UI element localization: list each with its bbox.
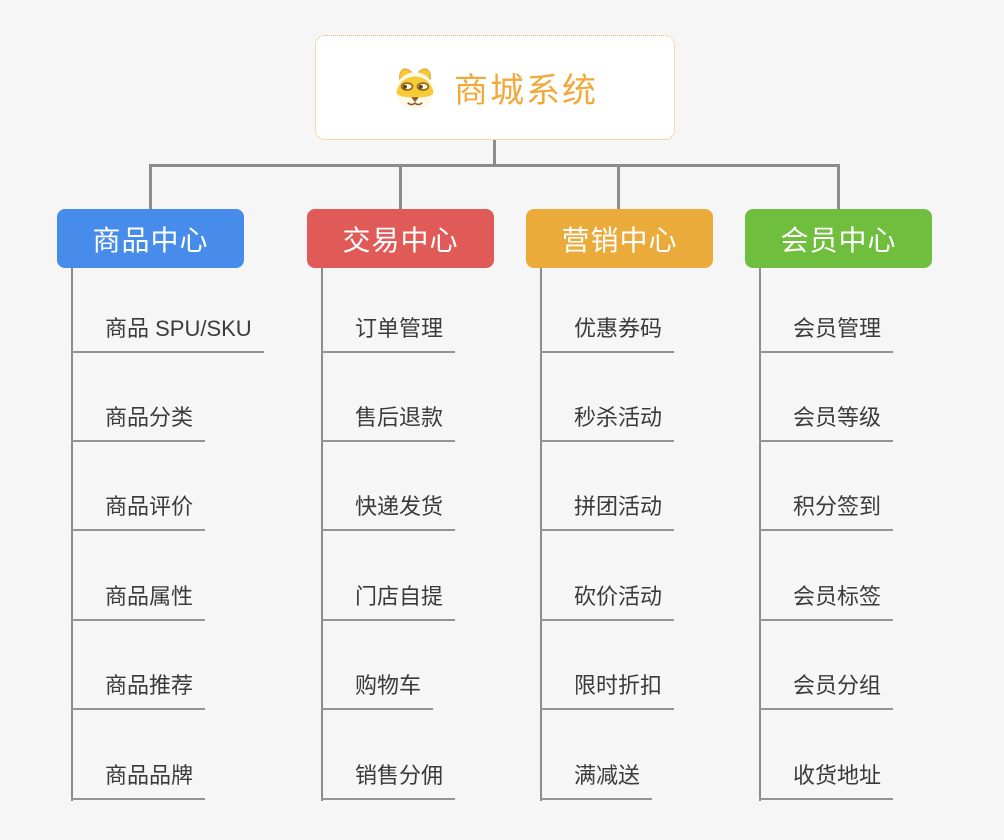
leaf-node-product-brand[interactable]: 商品品牌 xyxy=(71,761,206,800)
leaf-node-coupon-code[interactable]: 优惠券码 xyxy=(540,314,675,353)
leaf-node-product-recommend[interactable]: 商品推荐 xyxy=(71,671,206,710)
branch-node-marketing-center[interactable]: 营销中心 xyxy=(526,209,713,268)
leaf-node-limited-time-discount[interactable]: 限时折扣 xyxy=(540,671,675,710)
root-node-mall-system[interactable]: 商城系统 xyxy=(315,35,675,140)
leaf-node-member-group[interactable]: 会员分组 xyxy=(759,671,894,710)
leaf-node-shopping-cart[interactable]: 购物车 xyxy=(321,671,434,710)
leaf-node-express-delivery[interactable]: 快递发货 xyxy=(321,492,456,531)
dog-face-icon xyxy=(396,67,434,110)
leaf-node-order-management[interactable]: 订单管理 xyxy=(321,314,456,353)
leaf-node-product-spu-sku[interactable]: 商品 SPU/SKU xyxy=(71,314,264,353)
connector-drop-marketing xyxy=(617,164,620,210)
leaf-node-sales-commission[interactable]: 销售分佣 xyxy=(321,761,456,800)
leaf-node-bargain-activity[interactable]: 砍价活动 xyxy=(540,582,675,621)
root-node-label: 商城系统 xyxy=(454,72,598,110)
connector-column-member xyxy=(759,268,761,801)
connector-drop-member xyxy=(837,164,840,210)
leaf-node-spend-and-save[interactable]: 满减送 xyxy=(540,761,653,800)
connector-column-trade xyxy=(321,268,323,801)
leaf-node-shipping-address[interactable]: 收货地址 xyxy=(759,761,894,800)
leaf-node-member-management[interactable]: 会员管理 xyxy=(759,314,894,353)
leaf-node-flash-sale[interactable]: 秒杀活动 xyxy=(540,403,675,442)
branch-node-trade-center[interactable]: 交易中心 xyxy=(307,209,494,268)
connector-root-trunk xyxy=(493,140,496,166)
connector-drop-trade xyxy=(399,164,402,210)
connector-column-product xyxy=(71,268,73,801)
leaf-node-product-review[interactable]: 商品评价 xyxy=(71,492,206,531)
branch-node-product-center[interactable]: 商品中心 xyxy=(57,209,244,268)
leaf-node-points-checkin[interactable]: 积分签到 xyxy=(759,492,894,531)
leaf-node-aftersale-refund[interactable]: 售后退款 xyxy=(321,403,456,442)
leaf-node-member-tag[interactable]: 会员标签 xyxy=(759,582,894,621)
leaf-node-group-buy[interactable]: 拼团活动 xyxy=(540,492,675,531)
connector-drop-product xyxy=(149,164,152,210)
connector-column-marketing xyxy=(540,268,542,801)
leaf-node-store-pickup[interactable]: 门店自提 xyxy=(321,582,456,621)
leaf-node-member-level[interactable]: 会员等级 xyxy=(759,403,894,442)
connector-horizontal-bus xyxy=(149,164,840,167)
leaf-node-product-attribute[interactable]: 商品属性 xyxy=(71,582,206,621)
leaf-node-product-category[interactable]: 商品分类 xyxy=(71,403,206,442)
branch-node-member-center[interactable]: 会员中心 xyxy=(745,209,932,268)
